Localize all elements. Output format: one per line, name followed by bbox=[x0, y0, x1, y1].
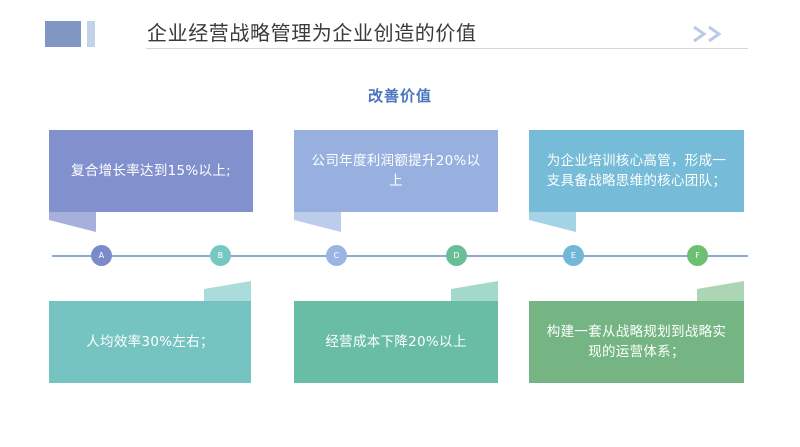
timeline-node-f-label: F bbox=[695, 251, 700, 260]
card-bottom-1-text: 人均效率30%左右； bbox=[86, 334, 214, 350]
timeline-node-b-label: B bbox=[217, 251, 224, 260]
card-bottom-1-tail bbox=[204, 281, 251, 301]
card-bottom-2-tail bbox=[451, 281, 498, 301]
timeline-node-d-label: D bbox=[453, 251, 460, 260]
card-top-2[interactable]: 公司年度利润额提升20%以上 bbox=[294, 130, 498, 212]
timeline-node-f[interactable]: F bbox=[687, 245, 708, 266]
timeline-node-e-label: E bbox=[570, 251, 577, 260]
card-top-1-tail bbox=[49, 212, 96, 232]
timeline-node-c[interactable]: C bbox=[326, 245, 347, 266]
timeline-node-a[interactable]: A bbox=[91, 245, 112, 266]
card-bottom-2[interactable]: 经营成本下降20%以上 bbox=[294, 301, 498, 383]
card-bottom-3[interactable]: 构建一套从战略规划到战略实现的运营体系； bbox=[529, 301, 744, 383]
header-divider bbox=[146, 48, 748, 49]
card-top-3-tail bbox=[529, 212, 576, 232]
slide-header: 企业经营战略管理为企业创造的价值 bbox=[0, 0, 800, 64]
card-bottom-3-tail bbox=[697, 281, 744, 301]
card-top-3[interactable]: 为企业培训核心高管，形成一支具备战略思维的核心团队； bbox=[529, 130, 744, 212]
card-top-3-text: 为企业培训核心高管，形成一支具备战略思维的核心团队； bbox=[546, 153, 727, 189]
card-bottom-2-text: 经营成本下降20%以上 bbox=[325, 334, 467, 350]
section-subtitle: 改善价值 bbox=[367, 87, 432, 105]
page-title: 企业经营战略管理为企业创造的价值 bbox=[147, 21, 477, 45]
header-accent-block bbox=[45, 21, 81, 47]
timeline-node-c-label: C bbox=[333, 251, 340, 260]
timeline-node-d[interactable]: D bbox=[446, 245, 467, 266]
card-bottom-3-text: 构建一套从战略规划到战略实现的运营体系； bbox=[546, 324, 727, 360]
double-chevron-right-icon bbox=[690, 24, 734, 44]
timeline-node-e[interactable]: E bbox=[563, 245, 584, 266]
header-accent-bar bbox=[87, 21, 95, 47]
card-bottom-1[interactable]: 人均效率30%左右； bbox=[49, 301, 251, 383]
timeline-node-a-label: A bbox=[98, 251, 105, 260]
card-top-2-text: 公司年度利润额提升20%以上 bbox=[311, 153, 481, 189]
card-top-1-text: 复合增长率达到15%以上; bbox=[71, 163, 231, 179]
card-top-2-tail bbox=[294, 212, 341, 232]
card-top-1[interactable]: 复合增长率达到15%以上; bbox=[49, 130, 253, 212]
timeline-axis bbox=[52, 255, 748, 257]
timeline-node-b[interactable]: B bbox=[210, 245, 231, 266]
